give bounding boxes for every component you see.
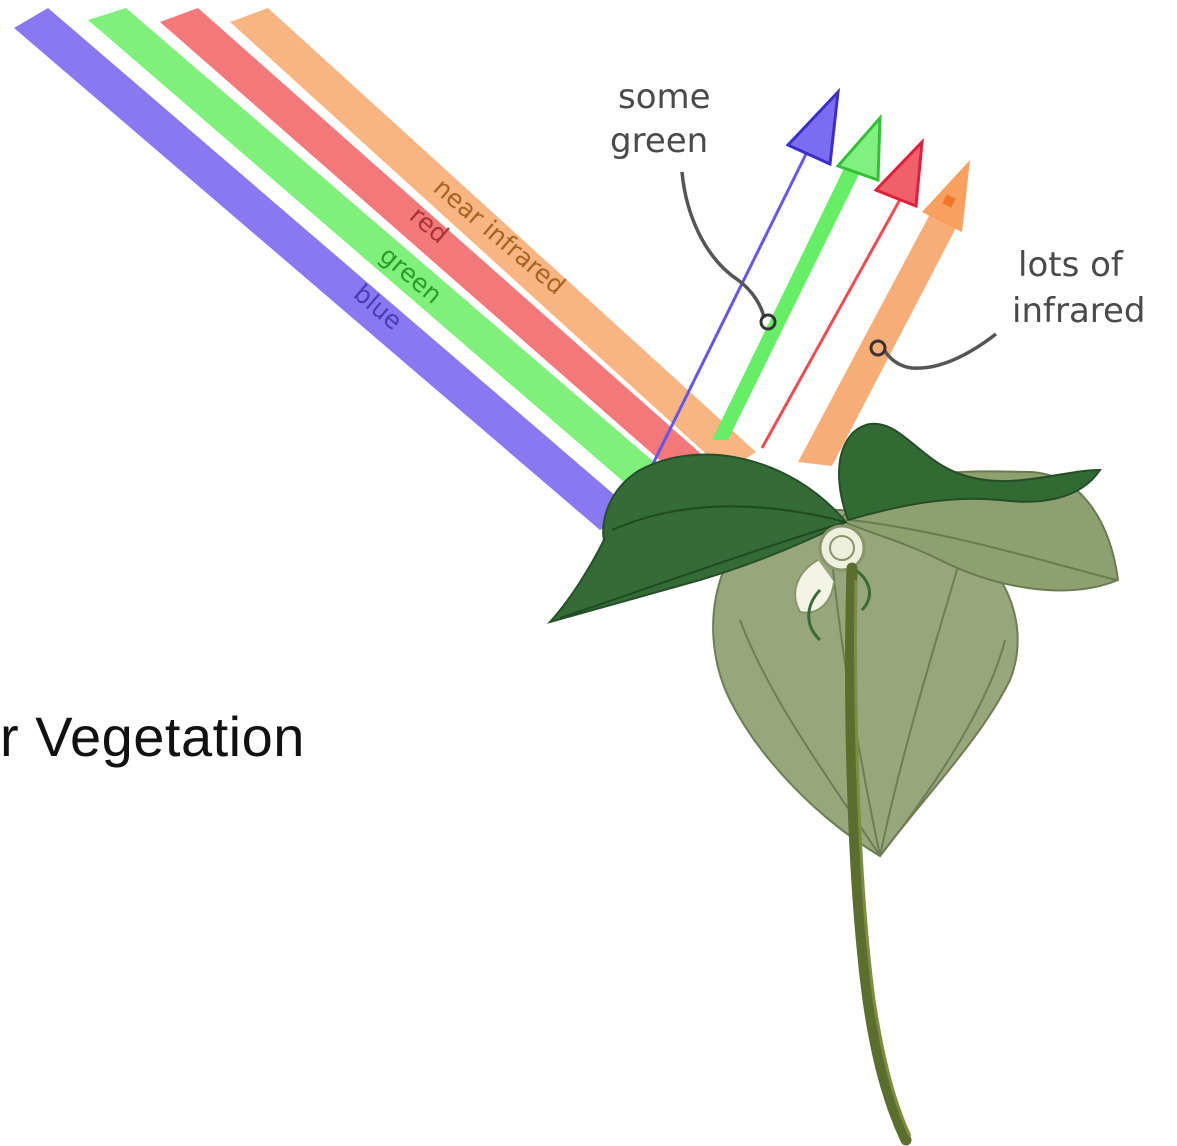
plant-illustration [550,424,1118,1140]
callout-green-line2: green [610,121,708,161]
callout-infrared-leader [884,334,996,368]
callout-green-leader [682,172,764,318]
reflected-arrowhead-red [876,142,922,206]
callout-infrared-line2: infrared [1012,291,1146,331]
callout-infrared-line1: lots of [1018,245,1124,285]
slide-title: r Vegetation [0,704,305,769]
callout-green-line1: some [618,77,711,117]
reflected-arrowhead-blue [788,92,838,164]
incoming-beam-green [88,8,668,496]
callout-some-green: some green [610,77,775,329]
